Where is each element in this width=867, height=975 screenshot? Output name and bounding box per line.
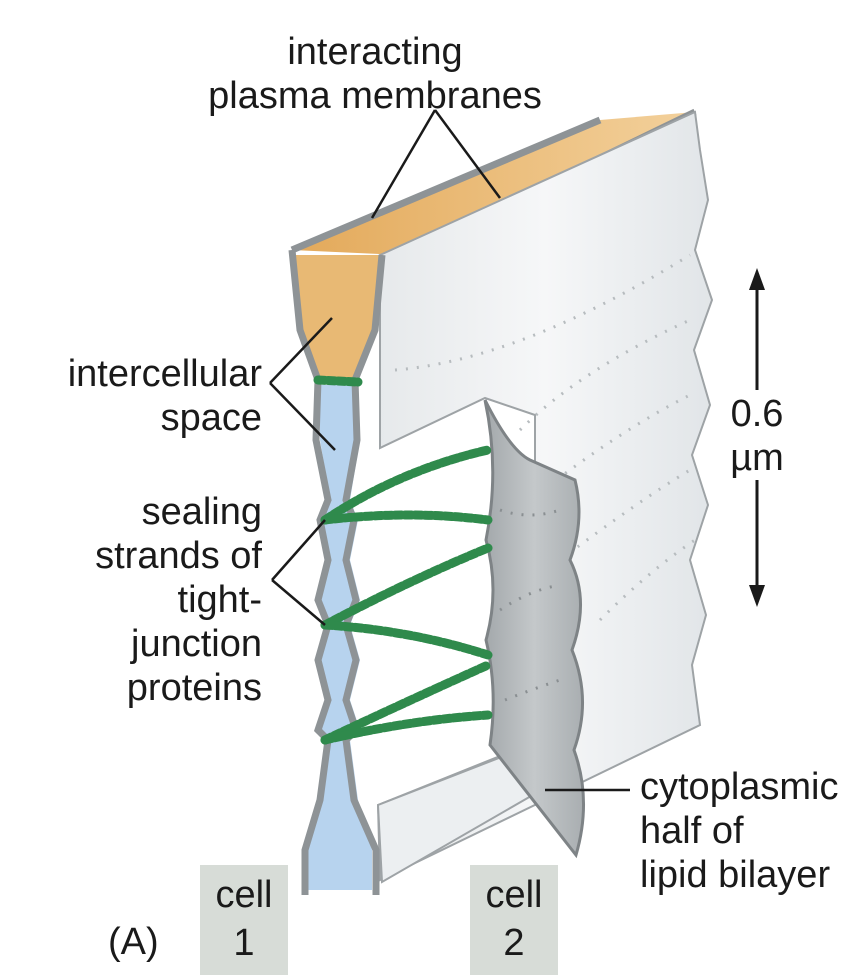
cell1-label: cell 1 [200, 865, 288, 975]
label-line: space [0, 396, 262, 440]
scale-unit: µm [712, 436, 802, 480]
cell2-label: cell 2 [470, 865, 558, 975]
label-line: intercellular [0, 352, 262, 396]
cell2-number: 2 [470, 919, 558, 967]
label-line: strands of [0, 534, 262, 578]
scale-value: 0.6 [712, 392, 802, 436]
label-intercellular-space: intercellular space [0, 352, 262, 440]
label-cytoplasmic-half: cytoplasmic half of lipid bilayer [640, 765, 839, 897]
cell2-word: cell [470, 871, 558, 919]
cell1-number: 1 [200, 919, 288, 967]
label-line: cytoplasmic [640, 765, 839, 809]
label-line: sealing [0, 490, 262, 534]
label-line: junction [0, 622, 262, 666]
label-scale: 0.6 µm [712, 392, 802, 480]
label-line: proteins [0, 666, 262, 710]
label-line: interacting [140, 30, 610, 74]
label-line: half of [640, 809, 839, 853]
label-line: lipid bilayer [640, 853, 839, 897]
panel-label: (A) [108, 920, 159, 964]
label-interacting-membranes: interacting plasma membranes [140, 30, 610, 118]
cell1-word: cell [200, 871, 288, 919]
label-line: tight- [0, 578, 262, 622]
label-sealing-strands: sealing strands of tight- junction prote… [0, 490, 262, 710]
label-line: plasma membranes [140, 74, 610, 118]
